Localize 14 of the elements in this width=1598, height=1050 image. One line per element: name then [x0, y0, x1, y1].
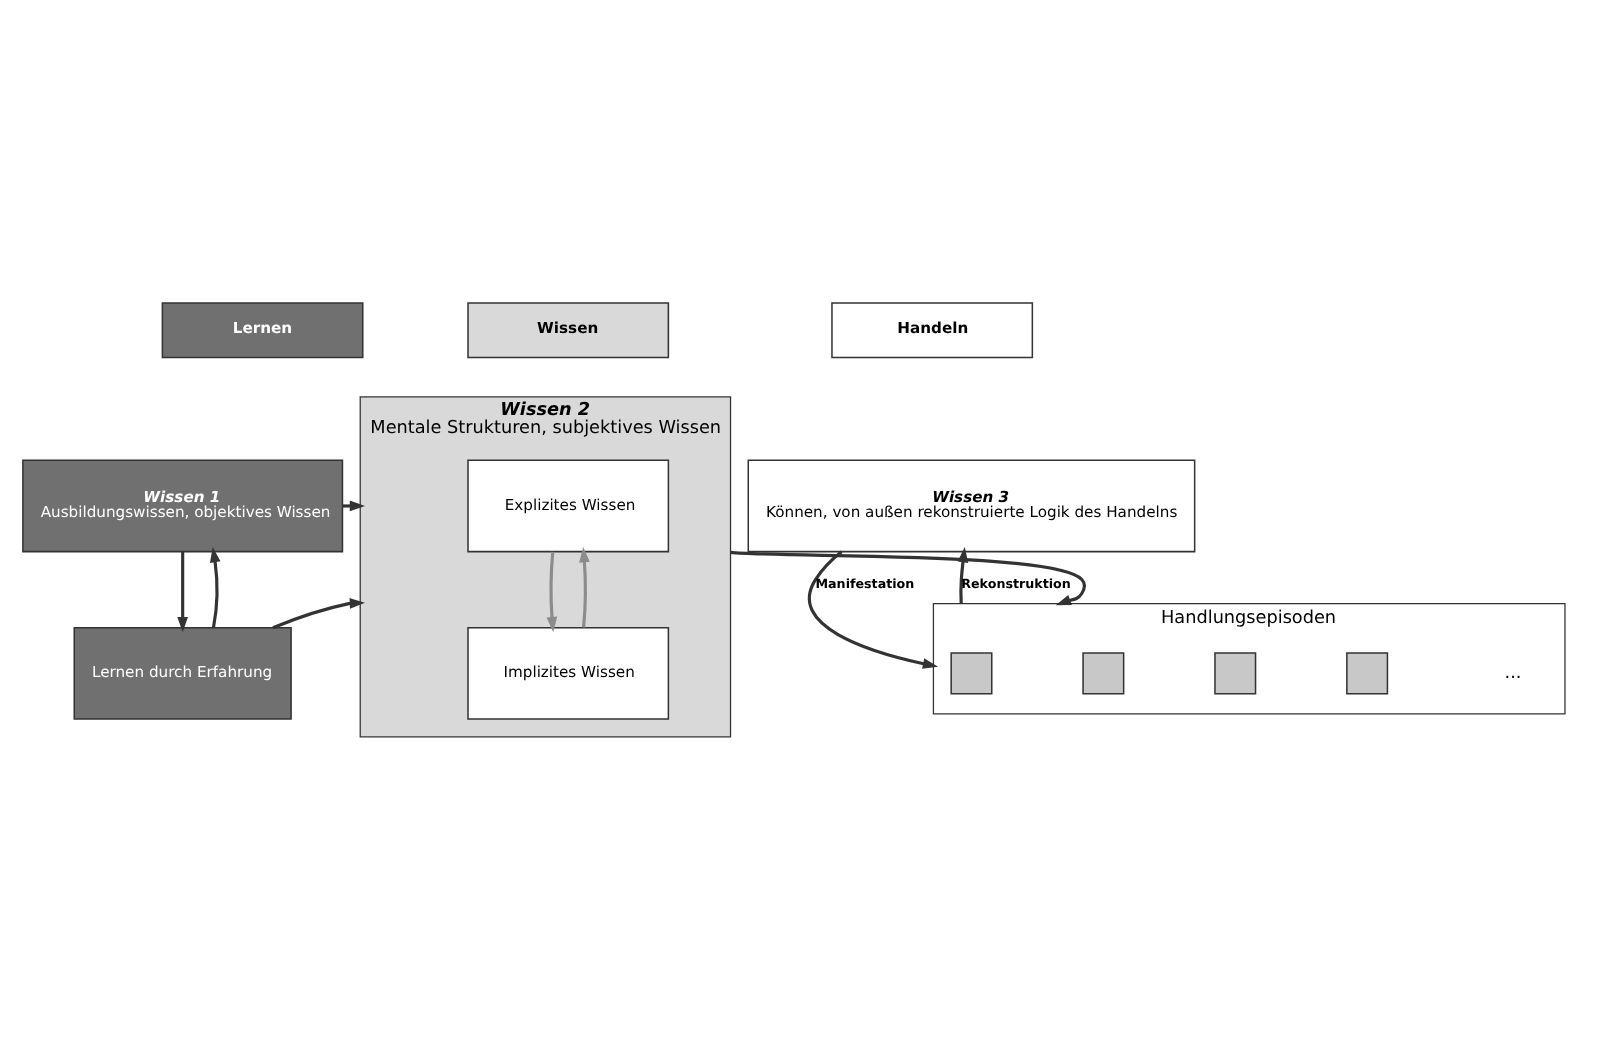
arrow	[546, 551, 558, 633]
node-box	[950, 652, 993, 695]
arrow	[209, 547, 221, 628]
node-box	[1346, 652, 1389, 695]
arrow	[579, 547, 590, 628]
arrow	[808, 550, 939, 669]
label: ...	[1504, 664, 1522, 685]
arrow	[177, 551, 188, 633]
node-box	[1082, 652, 1125, 695]
arrow	[730, 550, 1087, 606]
arrow	[272, 598, 365, 630]
node-box	[1214, 652, 1257, 695]
arrow	[957, 547, 969, 604]
arrow	[342, 500, 366, 512]
